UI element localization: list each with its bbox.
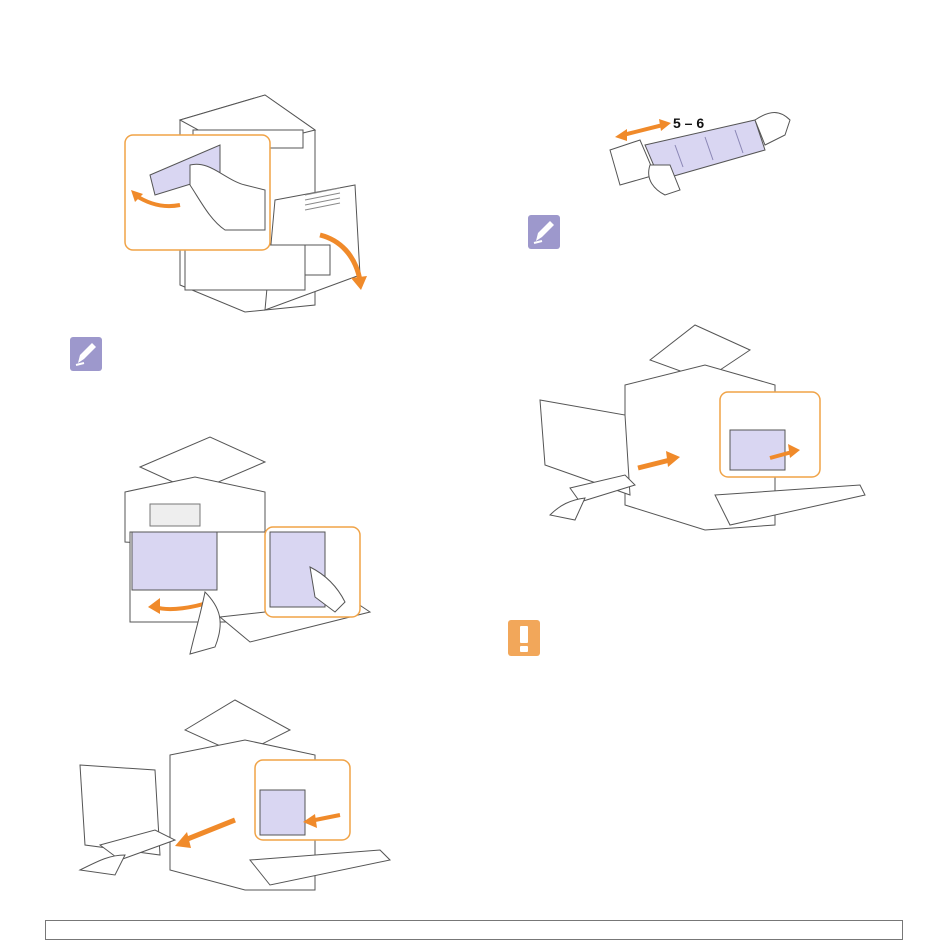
caution-exclamation-icon [508, 620, 540, 656]
footer-bar [45, 920, 903, 940]
shake-toner-cartridge-illustration: 5 – 6 [605, 105, 800, 200]
open-side-cover-illustration [115, 90, 375, 315]
shake-count-label: 5 – 6 [673, 115, 704, 131]
note-pencil-icon [70, 337, 102, 371]
open-front-door-illustration [120, 432, 375, 657]
note-pencil-icon [528, 215, 560, 249]
remove-toner-cartridge-illustration [75, 690, 395, 895]
insert-toner-cartridge-illustration [530, 320, 870, 535]
